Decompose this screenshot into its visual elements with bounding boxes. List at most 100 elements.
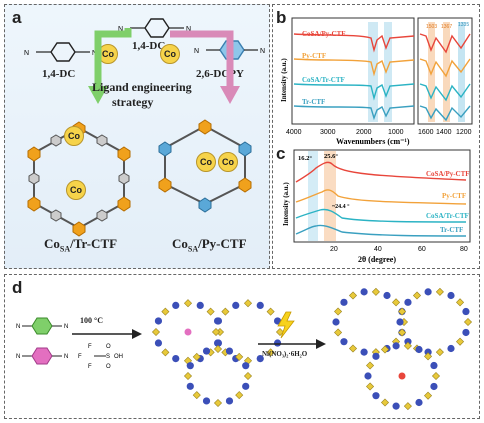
ring-sphere <box>202 397 211 405</box>
ring-triazine-unit <box>412 291 422 300</box>
ring-sphere <box>447 344 455 353</box>
ring-triazine-unit <box>435 287 444 296</box>
ring-triazine-unit <box>192 352 201 361</box>
ring-triazine-unit <box>221 307 230 316</box>
ftir-xlabel: Wavenumbers (cm⁻¹) <box>336 137 410 146</box>
ring-sphere <box>404 298 412 306</box>
ring-sphere <box>462 307 470 316</box>
svg-text:O: O <box>106 364 111 370</box>
ring-triazine-unit <box>380 398 390 407</box>
svg-text:O: O <box>106 344 111 350</box>
xrd-peak-2: 25.6° <box>324 153 338 160</box>
svg-text:S: S <box>106 354 110 360</box>
ring-sphere <box>415 345 423 354</box>
xrd-ylabel: Intensity (a.u.) <box>282 182 290 226</box>
product-left-name: CoSA/Tr-CTF <box>44 236 118 254</box>
ring-triazine-unit <box>371 287 380 296</box>
ring-triazine-unit <box>183 371 193 381</box>
arrow-left <box>88 28 132 104</box>
xrd-legend-4: Tr-CTF <box>440 226 463 234</box>
ftir-curve-tr <box>293 105 415 121</box>
ring-triazine-unit <box>456 337 465 346</box>
ftir-curve-cosa-py <box>293 33 415 53</box>
svg-text:N: N <box>24 50 29 57</box>
ring-sphere <box>430 361 438 370</box>
arrow-right <box>170 30 240 104</box>
ring-triazine-unit <box>348 344 358 353</box>
svg-text:N: N <box>186 26 191 33</box>
ftir-xtick-2: 3000 <box>320 129 336 136</box>
ring-sphere <box>430 382 438 391</box>
ring-triazine-unit <box>211 327 221 337</box>
xrd-legend-1: CoSA/Py-CTF <box>426 170 470 178</box>
ring-sphere <box>154 339 163 347</box>
ring-sphere <box>404 338 412 346</box>
ftir-inset-xtick-1: 1600 <box>418 129 434 136</box>
ring-sphere <box>225 397 234 405</box>
ftir-inset-peak-3: 1335 <box>458 22 469 28</box>
ring-sphere <box>172 355 180 363</box>
ring-sphere <box>424 288 432 296</box>
ring-sphere <box>256 301 264 309</box>
panel-a-label: a <box>12 8 22 27</box>
svg-text:F: F <box>88 344 92 350</box>
ring-sphere <box>392 342 400 350</box>
ring-sphere <box>232 301 240 309</box>
co-atom-tr-2: Co <box>66 180 86 200</box>
reaction-temp: 100 °C <box>80 316 103 325</box>
xrd-xtick-2: 40 <box>374 246 382 253</box>
ring-triazine-unit <box>213 344 223 354</box>
ring-sphere <box>242 382 250 390</box>
svg-text:F: F <box>78 354 82 360</box>
ring-triazine-unit <box>380 345 390 354</box>
ring-triazine-unit <box>398 328 407 337</box>
svg-text:F: F <box>88 364 92 370</box>
ring-triazine-unit <box>243 371 253 381</box>
central-unit <box>398 372 406 380</box>
lightning-icon <box>277 311 295 339</box>
ring-sphere <box>364 372 372 380</box>
panel-d-label: d <box>12 278 23 297</box>
ring-triazine-unit <box>435 348 444 357</box>
strategy-line2: strategy <box>112 95 154 109</box>
ring-sphere <box>392 402 400 410</box>
ring-triazine-unit <box>334 328 343 337</box>
ring-sphere <box>415 398 423 407</box>
ftir-legend-2: Py-CTF <box>302 52 326 60</box>
ring-sphere <box>340 298 348 306</box>
ring-sphere <box>360 288 368 296</box>
ring-triazine-unit <box>398 307 407 316</box>
ring-triazine-unit <box>266 348 275 357</box>
ring-sphere <box>256 355 264 363</box>
ring-sphere <box>447 291 455 300</box>
ring-triazine-unit <box>161 348 170 357</box>
xrd-plot: 16.2° 25.6° ~24.4 ° CoSA/Py-CTF Py-CTF C… <box>282 149 471 264</box>
ring-triazine-unit <box>456 298 465 307</box>
xrd-xtick-4: 80 <box>460 246 468 253</box>
ring-sphere <box>196 301 204 309</box>
ring-triazine-unit <box>243 299 253 308</box>
ftir-xtick-1: 4000 <box>286 129 302 136</box>
ftir-plot: CoSA/Py-CTF Py-CTF CoSA/Tr-CTF Tr-CTF 15… <box>280 17 473 146</box>
ftir-legend-1: CoSA/Py-CTF <box>302 30 346 38</box>
xrd-xtick-1: 20 <box>330 246 338 253</box>
ring-triazine-unit <box>235 391 244 400</box>
ring-sphere <box>154 317 163 325</box>
co-atom-py-2: Co <box>218 152 238 172</box>
xrd-xtick-3: 60 <box>418 246 426 253</box>
ring-sphere <box>424 348 432 356</box>
acid-oh-label: OH <box>114 354 123 360</box>
reagent-label: Ni(NO₃)₂·6H₂O <box>262 350 308 358</box>
svg-text:N: N <box>64 324 68 330</box>
svg-text:N: N <box>260 48 265 55</box>
central-unit <box>184 328 192 336</box>
ring-sphere <box>172 301 180 309</box>
ring-sphere <box>372 392 380 400</box>
ring-triazine-unit <box>213 398 223 408</box>
ring-sphere <box>214 317 223 325</box>
ftir-inset-peak-1: 1503 <box>426 24 437 30</box>
xrd-xlabel: 2θ (degree) <box>358 255 396 264</box>
xrd-curve-py <box>295 189 467 205</box>
xrd-curve-cosa-tr <box>295 208 467 223</box>
ring-triazine-unit <box>334 307 343 316</box>
